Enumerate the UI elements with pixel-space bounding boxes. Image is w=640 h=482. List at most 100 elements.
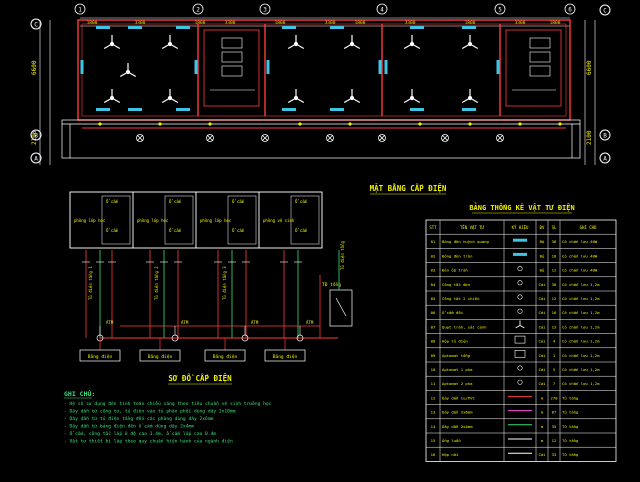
table-cell: 10 [431,367,436,372]
table-cell: 13 [431,410,436,415]
panel-icon [514,335,526,344]
table-cell: Cái [538,324,546,329]
floor-plan-title: MẶT BẰNG CẤP ĐIỆN [370,183,447,193]
grid-bubble [74,3,86,15]
table-cell: Tủ tầng [562,438,578,443]
corridor-lamp-icon [261,134,269,142]
table-frame [425,219,617,462]
table-cell: 12 [552,268,557,273]
table-cell: 07 [431,324,436,329]
table-cell: Aptomat 1 pha [442,367,473,372]
switch-icon [348,122,352,126]
corridor-lamp-icon [326,134,334,142]
ceiling-fan-icon [103,35,121,50]
table-cell: 16 [431,452,436,457]
table-cell: 06 [431,310,436,315]
dimension-label: 3300 [135,20,146,26]
fluorescent-light-icon [410,108,424,111]
table-header: KÝ HIỆU [512,225,529,230]
switch-icon [517,308,523,314]
fluorescent-light-icon [462,26,476,29]
panel-sub: Ổ cắm [106,228,119,233]
table-cell: Tủ tầng [562,452,578,457]
switch-icon [517,266,523,272]
table-cell: 05 [431,296,436,301]
dim-right-2: 2100 [586,130,593,145]
fluorescent-light-icon [378,60,382,74]
note-line: - Dây dẫn từ bảng điện đến ổ cắm dùng dâ… [64,423,194,430]
fluorescent-light-icon [266,60,270,74]
fluorescent-light-icon [176,108,190,111]
notes-heading: GHI CHÚ: [64,389,95,398]
dim-right-1: 6600 [586,60,593,75]
table-cell: Bóng đèn huỳnh quang [442,239,489,244]
ceiling-fan-icon [103,89,121,104]
switch-icon [158,122,162,126]
panel-sub: Ổ cắm [169,199,182,204]
feeder-label: Tủ điện tầng 1 [88,266,93,300]
fluorescent-light-icon [80,60,84,74]
table-cell: 12 [431,395,436,400]
panel-icon [514,349,526,358]
grid-bubble [494,3,506,15]
switchboard-label: Bảng điện [273,353,298,360]
schematic-title: SƠ ĐỒ CẤP ĐIỆN [168,373,232,383]
note-line: - Ổ cắm, công tắc lắp ở độ cao 1.4m, ổ c… [64,430,216,437]
fluorescent-light-icon [282,26,296,29]
fluorescent-light-icon [194,60,198,74]
table-cell: Có chấn lưu 1,2m [562,367,600,372]
table-cell: Cái [538,452,546,457]
table-cell: Bóng đèn tròn [442,253,472,258]
ceiling-fan-icon [161,89,179,104]
table-cell: Bộ [540,253,545,258]
table-cell: Tủ tầng [562,395,578,400]
switch-icon [558,122,562,126]
fluorescent-light-icon [513,252,527,256]
table-cell: Có chấn lưu 1,2m [562,282,600,287]
table-cell: Có chấn lưu 1,2m [562,310,600,315]
grid-right-c: C [603,8,607,15]
corridor-lamp-icon [136,134,144,142]
dimension-label: 3300 [515,20,526,26]
table-cell: Tủ tầng [562,424,578,429]
table-cell: Cái [538,310,546,315]
table-cell: 02 [431,253,436,258]
wc-fixtures [210,37,556,91]
grid-number: 3 [263,7,267,14]
main-supply: TĐ tổng Tủ điện tổng [319,241,353,338]
table-cell: 270 [550,395,558,400]
panel-name: phòng lớp học [200,218,232,223]
table-cell: Có chấn lưu 40W [562,239,598,244]
table-cell: m [541,410,544,415]
table-cell: Đèn ốp trần [442,268,468,273]
dimension-label: 1800 [465,20,476,26]
fluorescent-light-icon [330,26,344,29]
grid-bubble [376,3,388,15]
table-cell: Cái [538,296,546,301]
fluorescent-light-icon [128,108,142,111]
fluorescent-light-icon [96,108,110,111]
switchboard-label: Bảng điện [88,353,113,360]
grid-bubble [192,3,204,15]
switch-icon [208,122,212,126]
corridor [61,119,581,159]
table-cell: 09 [431,353,436,358]
table-cell: 5 [553,367,556,372]
panel-sub: Ổ cắm [232,228,245,233]
table-cell: 18 [552,253,557,258]
table-cell: Aptomat tổng [442,353,470,358]
grid-right-b: B [603,133,607,140]
table-cell: Ống luồn [442,438,461,443]
fluorescent-light-icon [128,26,142,29]
grid-right-a: A [603,156,607,163]
dim-left-1: 6600 [31,60,38,75]
corridor-lamp-icon [441,134,449,142]
switch-icon [298,122,302,126]
table-cell: 13 [552,324,557,329]
grid-bubbles-right: C B A [599,4,611,164]
fluorescent-light-icon [410,26,424,29]
ceiling-fan-icon [287,89,305,104]
